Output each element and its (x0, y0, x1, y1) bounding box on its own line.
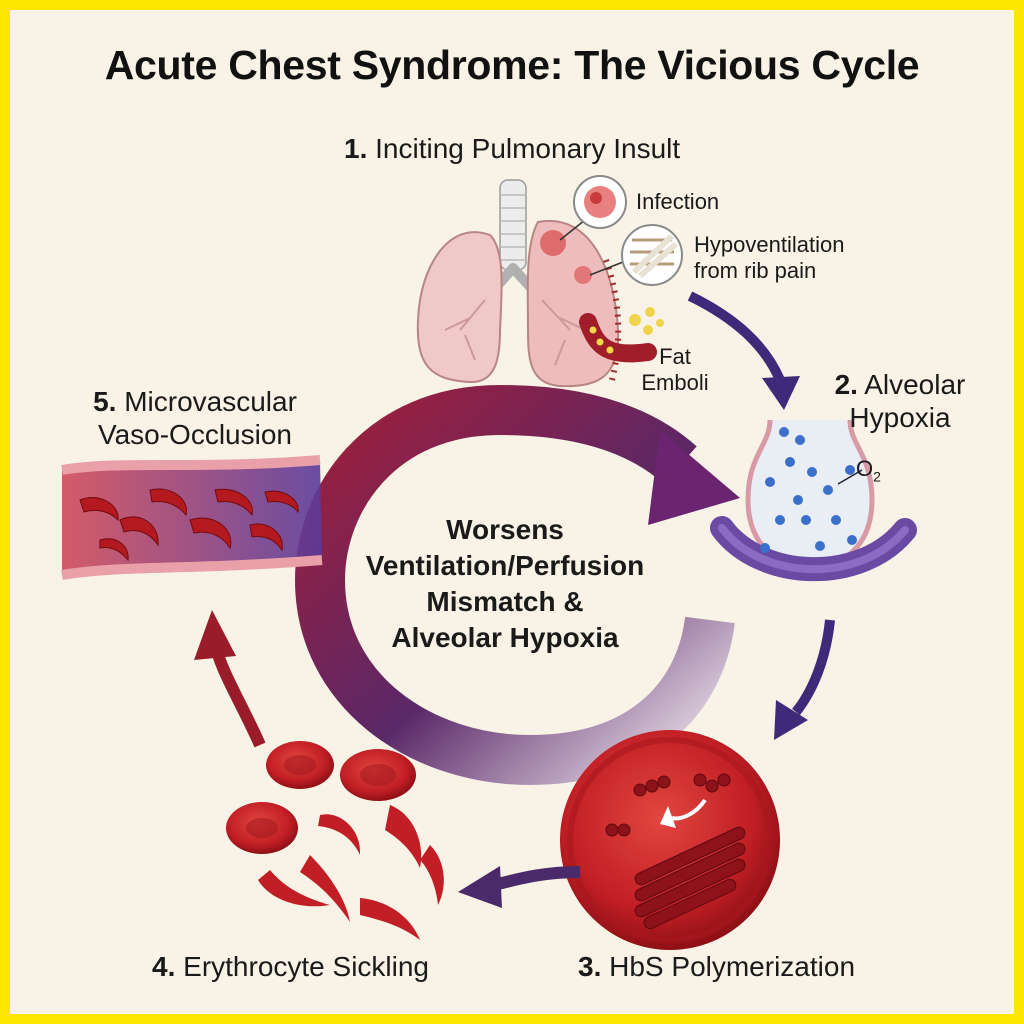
fat-emboli-line1: Fat (659, 344, 691, 369)
step-2-label: 2. Alveolar Hypoxia (810, 368, 990, 434)
hypoventilation-label: Hypoventilation from rib pain (694, 232, 844, 284)
alveolus-illustration (710, 419, 917, 582)
arrow-1-to-2 (687, 291, 785, 383)
step-5-line1: Microvascular (124, 386, 297, 417)
infection-label: Infection (636, 189, 720, 214)
fat-emboli-label: Fat Emboli (640, 344, 710, 396)
center-line1: Worsens (446, 514, 564, 545)
fat-emboli-vessel (579, 307, 664, 363)
o2-label: O2 (856, 456, 881, 484)
vaso-occlusion-vessel (61, 455, 323, 580)
step-1-label: 1. Inciting Pulmonary Insult (344, 132, 680, 165)
step-4-label: 4. Erythrocyte Sickling (152, 950, 429, 983)
step-3-number: 3. (578, 951, 602, 982)
center-line4: Alveolar Hypoxia (391, 622, 619, 653)
step-5-line2: Vaso-Occlusion (97, 419, 292, 450)
step-5-label: 5. Microvascular Vaso-Occlusion (70, 385, 320, 451)
fat-emboli-line2: Emboli (641, 370, 709, 395)
step-2-number: 2. (834, 369, 858, 400)
o2-subscript: 2 (873, 468, 881, 485)
hypoventilation-line1: Hypoventilation (694, 232, 845, 257)
arrow-3-to-4 (488, 866, 581, 892)
step-2-line1: Alveolar (864, 369, 966, 400)
step-3-text: HbS Polymerization (609, 951, 856, 982)
step-3-label: 3. HbS Polymerization (578, 950, 855, 983)
cycle-center-text: Worsens Ventilation/Perfusion Mismatch &… (330, 512, 680, 656)
hbs-polymer-cell (560, 730, 780, 950)
step-4-number: 4. (152, 951, 176, 982)
step-4-text: Erythrocyte Sickling (183, 951, 430, 982)
step-1-text: Inciting Pulmonary Insult (375, 133, 681, 164)
hypoventilation-line2: from rib pain (694, 258, 817, 283)
step-1-number: 1. (344, 133, 368, 164)
arrow-2-to-3 (792, 619, 835, 716)
step-5-number: 5. (93, 386, 117, 417)
cycle-ring-arrowhead (648, 430, 740, 525)
sickled-cells (226, 741, 444, 940)
o2-text: O (856, 456, 874, 481)
diagram-title: Acute Chest Syndrome: The Vicious Cycle (104, 42, 920, 88)
infection-callout (559, 175, 627, 241)
step-2-line2: Hypoxia (849, 402, 951, 433)
rib-pain-callout (589, 224, 683, 286)
center-line3: Mismatch & (426, 586, 584, 617)
center-line2: Ventilation/Perfusion (365, 550, 645, 581)
